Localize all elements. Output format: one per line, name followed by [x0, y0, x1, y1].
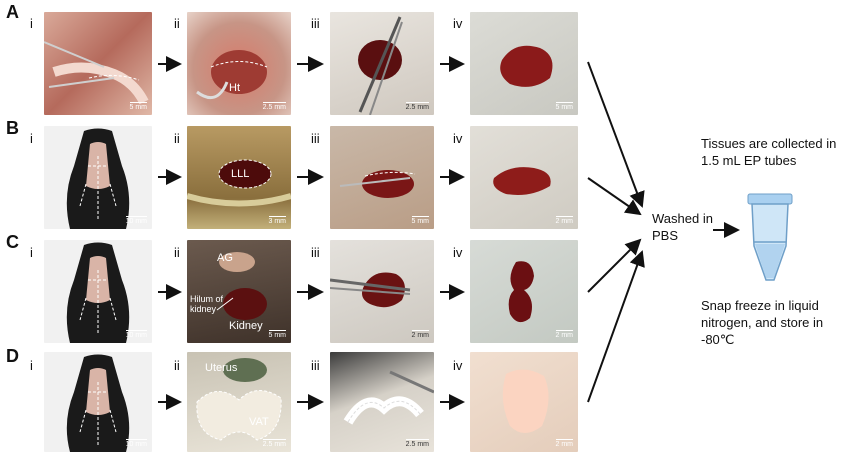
scalebar: 2 mm [412, 330, 430, 339]
scalebar: 10 mm [126, 216, 147, 225]
panel-d-ii: Uterus VAT 2.5 mm [187, 352, 291, 452]
panel-c-iv: 2 mm [470, 240, 578, 343]
panel-a-iv: 5 mm [470, 12, 578, 115]
label-hilum: Hilum of kidney [190, 294, 230, 314]
scalebar: 2 mm [556, 439, 574, 448]
step-label-d-iii: iii [311, 358, 320, 373]
step-label-c-iv: iv [453, 245, 462, 260]
step-label-a-ii: ii [174, 16, 180, 31]
panel-d-iii: 2.5 mm [330, 352, 434, 452]
panel-c-iii: 2 mm [330, 240, 434, 343]
panel-d-i: 10 mm [44, 352, 152, 452]
row-letter-a: A [6, 2, 19, 23]
step-label-d-ii: ii [174, 358, 180, 373]
label-ht: Ht [229, 82, 240, 94]
scalebar: 5 mm [130, 102, 148, 111]
label-uterus: Uterus [205, 362, 237, 374]
scalebar: 2.5 mm [263, 439, 286, 448]
step-label-d-i: i [30, 358, 33, 373]
panel-a-iii: 2.5 mm [330, 12, 434, 115]
panel-a-ii: Ht 2.5 mm [187, 12, 291, 115]
panel-b-iv: 2 mm [470, 126, 578, 229]
scalebar: 10 mm [126, 439, 147, 448]
row-letter-d: D [6, 346, 19, 367]
label-ag: AG [217, 252, 233, 264]
step-label-c-ii: ii [174, 245, 180, 260]
scalebar: 5 mm [412, 216, 430, 225]
scalebar: 2 mm [556, 330, 574, 339]
ep-tube-icon [746, 192, 794, 284]
scalebar: 2.5 mm [263, 102, 286, 111]
snap-freeze-label: Snap freeze in liquid nitrogen, and stor… [701, 297, 853, 348]
scalebar: 10 mm [126, 330, 147, 339]
panel-d-iv: 2 mm [470, 352, 578, 452]
step-label-d-iv: iv [453, 358, 462, 373]
step-label-a-i: i [30, 16, 33, 31]
panel-c-i: 10 mm [44, 240, 152, 343]
scalebar: 5 mm [269, 330, 287, 339]
scalebar: 2 mm [556, 216, 574, 225]
washed-in-pbs-label: Washed in PBS [652, 210, 714, 244]
label-vat: VAT [249, 416, 269, 428]
step-label-a-iv: iv [453, 16, 462, 31]
step-label-b-i: i [30, 131, 33, 146]
step-label-b-ii: ii [174, 131, 180, 146]
panel-b-iii: 5 mm [330, 126, 434, 229]
label-kidney: Kidney [229, 320, 263, 332]
panel-a-i: 5 mm [44, 12, 152, 115]
scalebar: 5 mm [556, 102, 574, 111]
tissues-collected-label: Tissues are collected in 1.5 mL EP tubes [701, 135, 851, 169]
step-label-b-iv: iv [453, 131, 462, 146]
step-label-a-iii: iii [311, 16, 320, 31]
scalebar: 3 mm [269, 216, 287, 225]
row-letter-b: B [6, 118, 19, 139]
scalebar: 2.5 mm [406, 102, 429, 111]
row-letter-c: C [6, 232, 19, 253]
panel-c-ii: AG Hilum of kidney Kidney 5 mm [187, 240, 291, 343]
label-lll: LLL [231, 168, 249, 180]
step-label-c-iii: iii [311, 245, 320, 260]
step-label-b-iii: iii [311, 131, 320, 146]
step-label-c-i: i [30, 245, 33, 260]
panel-b-i: 10 mm [44, 126, 152, 229]
panel-b-ii: LLL 3 mm [187, 126, 291, 229]
scalebar: 2.5 mm [406, 439, 429, 448]
